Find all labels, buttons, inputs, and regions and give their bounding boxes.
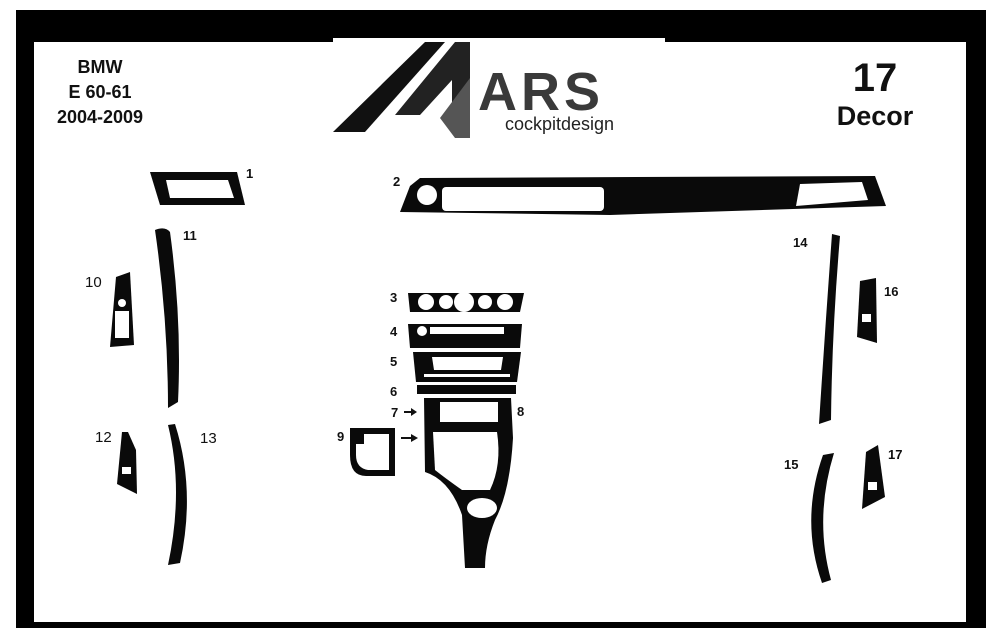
part-labels: 1 2 3 4 5 6 7 8 9 10 11 12 13 14 15 16 1… (85, 166, 902, 472)
label-6: 6 (390, 384, 397, 399)
car-years: 2004-2009 (56, 107, 144, 127)
label-5: 5 (390, 354, 397, 369)
part-12 (117, 432, 137, 494)
part-1 (150, 172, 245, 205)
label-16: 16 (884, 284, 898, 299)
logo-m-stroke-3 (440, 78, 470, 138)
logo-tagline: cockpitdesign (505, 114, 614, 134)
label-2: 2 (393, 174, 400, 189)
arrow-7 (404, 408, 417, 416)
part-17 (862, 445, 885, 509)
label-9: 9 (337, 429, 344, 444)
part-3 (408, 292, 524, 312)
label-17: 17 (888, 447, 902, 462)
part-11 (155, 228, 179, 408)
part-2 (400, 176, 886, 215)
part-4 (408, 324, 522, 348)
logo-m-stroke-2 (395, 42, 470, 115)
part-6 (417, 385, 516, 394)
logo-m-stroke-1 (333, 42, 445, 132)
part-10 (110, 272, 134, 347)
mars-logo: ARS cockpitdesign (333, 42, 614, 138)
part-5 (413, 352, 521, 382)
label-1: 1 (246, 166, 253, 181)
part-13 (168, 424, 187, 565)
label-14: 14 (793, 235, 808, 250)
part-14 (819, 234, 840, 424)
car-model: E 60-61 (68, 82, 132, 102)
label-8: 8 (517, 404, 524, 419)
car-info: BMW E 60-61 2004-2009 (40, 55, 160, 130)
set-number: 17 (852, 56, 898, 100)
label-12: 12 (95, 429, 112, 446)
part-9 (350, 428, 395, 476)
part-8 (424, 398, 513, 568)
label-3: 3 (390, 290, 397, 305)
label-10: 10 (85, 274, 102, 291)
car-make: BMW (77, 57, 123, 77)
label-4: 4 (390, 324, 398, 339)
part-15 (811, 453, 834, 583)
set-label: Decor (836, 101, 914, 131)
logo-wordmark: ARS (478, 62, 604, 122)
arrow-9 (401, 434, 418, 442)
label-13: 13 (200, 430, 217, 447)
label-15: 15 (784, 457, 798, 472)
logo-band (333, 38, 665, 42)
label-7: 7 (391, 405, 398, 420)
part-16 (857, 278, 877, 343)
label-11: 11 (183, 228, 197, 243)
